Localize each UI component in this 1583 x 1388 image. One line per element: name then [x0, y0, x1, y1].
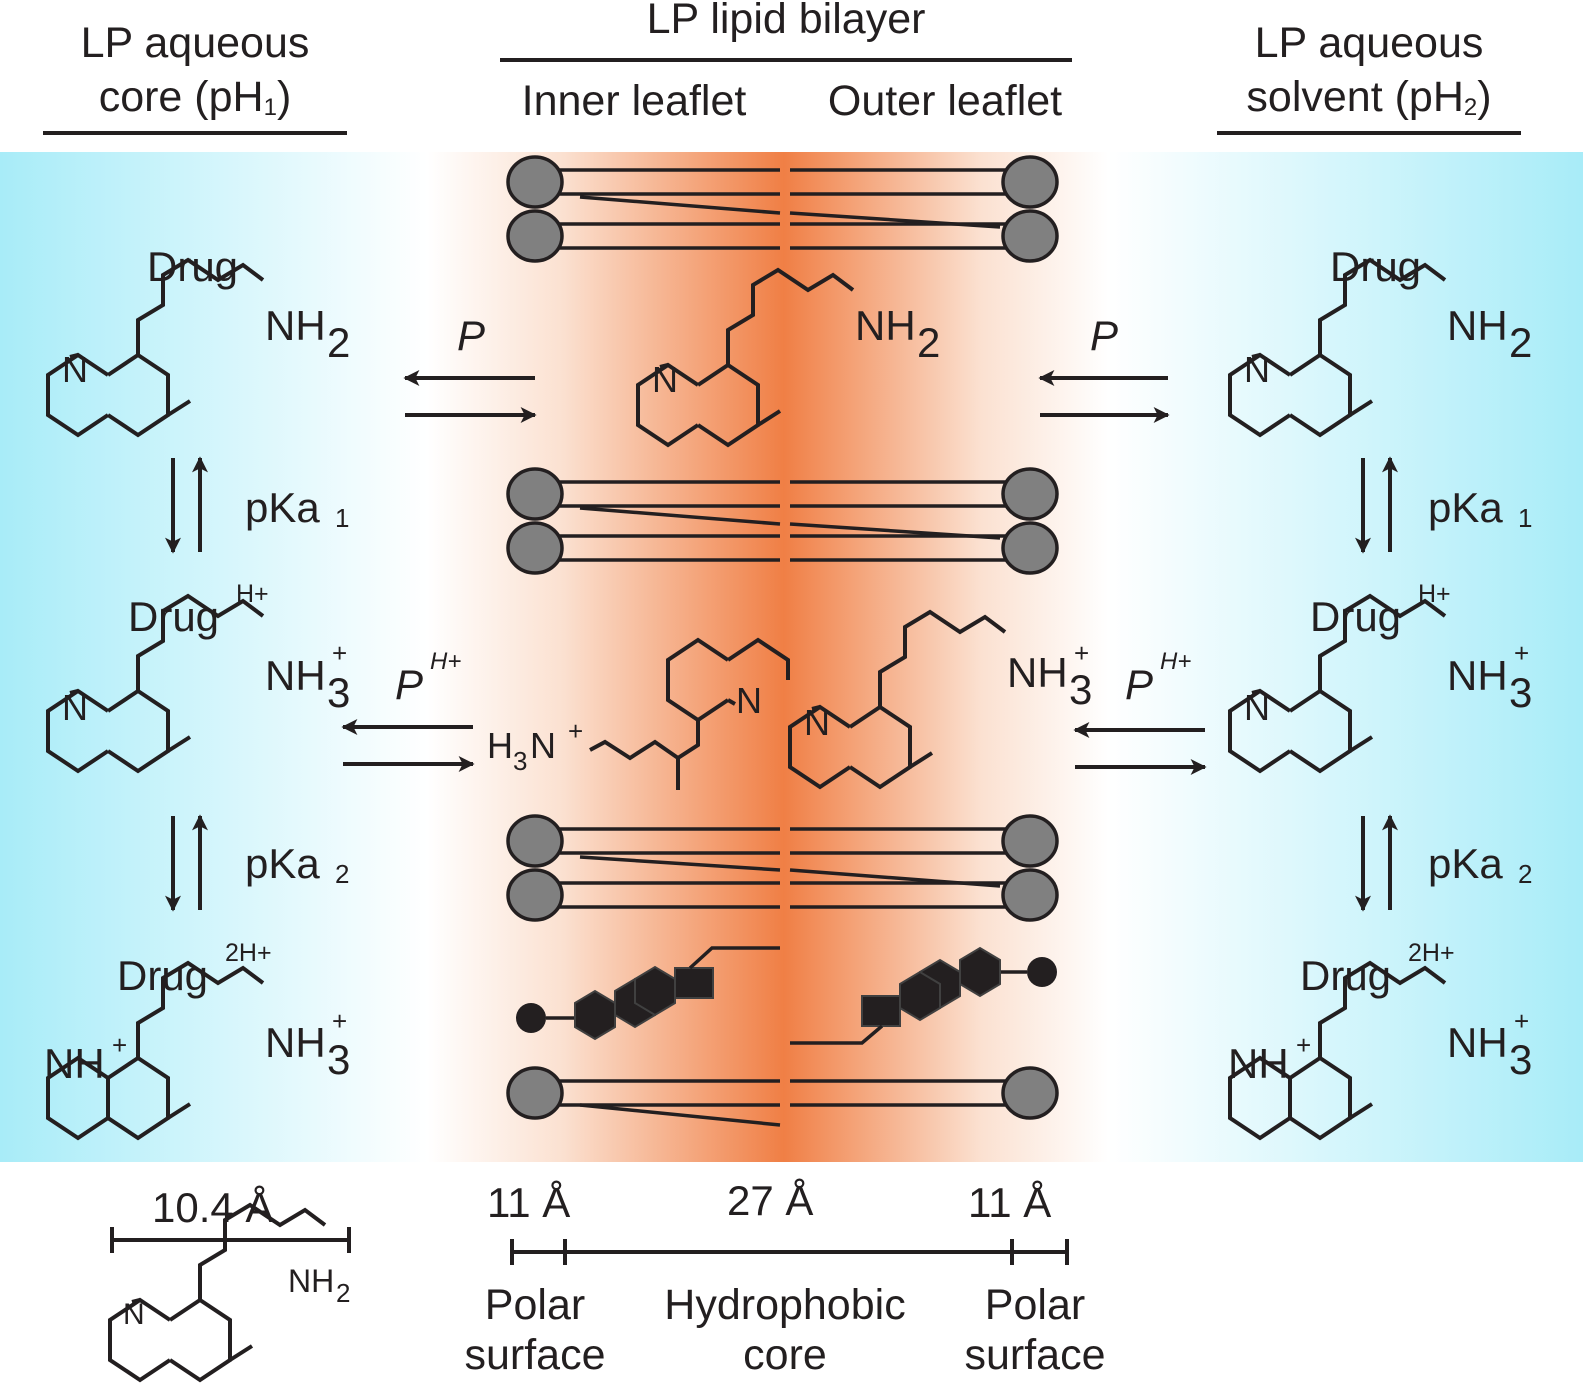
right-nh3-group: NH — [1447, 652, 1508, 699]
lipid-pair-top — [506, 155, 1059, 263]
core-length: 27 Å — [727, 1177, 814, 1224]
right-pka1-sub: 1 — [1518, 503, 1533, 533]
right-drug-h-label: Drug — [1310, 593, 1402, 640]
right-n-atom-2: N — [1244, 687, 1270, 728]
bilayer-h3n-n: N — [530, 725, 556, 766]
right-nh3-group-2: NH — [1447, 1019, 1508, 1066]
right-nh3-sub-2: 3 — [1509, 1036, 1533, 1083]
right-nh3-plus-2: + — [1514, 1006, 1530, 1036]
right-permeability-p: P — [1090, 312, 1119, 359]
molecule-length-label: 10.4 Å — [152, 1184, 274, 1231]
scale-bars — [110, 1227, 1069, 1265]
left-pka1-label: pKa — [245, 484, 320, 531]
lipid-pair-bottom — [506, 1066, 1059, 1127]
polar-surface-left-caption: Polar surface — [430, 1280, 640, 1380]
polar-right-length: 11 Å — [968, 1179, 1052, 1226]
right-nh-ring-plus: + — [1296, 1030, 1312, 1060]
polar-surface-right-caption: Polar surface — [930, 1280, 1140, 1380]
right-pka2-sub: 2 — [1518, 859, 1533, 889]
left-nh2-sub: 2 — [327, 319, 351, 366]
left-pka2-label: pKa — [245, 840, 320, 887]
right-drug-label: Drug — [1330, 243, 1422, 290]
scale-nh2-group: NH — [288, 1263, 335, 1299]
right-pka1-label: pKa — [1428, 484, 1503, 531]
left-permeability-p: P — [457, 312, 486, 359]
left-n-atom: N — [62, 349, 88, 390]
right-pka2-label: pKa — [1428, 840, 1503, 887]
right-n-atom: N — [1244, 349, 1270, 390]
right-compartment-header: LP aqueous solvent (pH2) — [1217, 16, 1521, 135]
left-drug-label: Drug — [147, 243, 239, 290]
left-permeability-ph: P — [395, 661, 424, 708]
right-permeability-ph: P — [1125, 661, 1154, 708]
bilayer-nh2-sub: 2 — [917, 319, 941, 366]
left-drug-h-label: Drug — [128, 593, 220, 640]
polar-surface-right-line2: surface — [964, 1331, 1106, 1379]
left-nh3-sub: 3 — [327, 669, 351, 716]
left-drug-h-sup: H+ — [236, 580, 269, 608]
polar-surface-left-line2: surface — [464, 1331, 606, 1379]
left-nh3-group: NH — [265, 652, 326, 699]
bilayer-h3n-h: H — [487, 725, 513, 766]
bilayer-n-atom-outer: N — [804, 702, 830, 743]
left-nh3-sub-2: 3 — [327, 1036, 351, 1083]
right-nh3-sub: 3 — [1509, 669, 1533, 716]
right-drug-2h-sup: 2H+ — [1408, 939, 1455, 967]
lipid-pair-lower — [506, 814, 1059, 922]
bilayer-h3n-plus: + — [568, 716, 584, 746]
polar-surface-right-line1: Polar — [984, 1281, 1086, 1329]
right-nh2-sub: 2 — [1509, 319, 1533, 366]
left-nh3-group-2: NH — [265, 1019, 326, 1066]
molecule-structures — [46, 258, 1447, 1382]
right-header-line2: solvent (pH2) — [1246, 73, 1492, 121]
reaction-arrows — [165, 370, 1398, 912]
outer-leaflet-label: Outer leaflet — [827, 77, 1063, 125]
right-nh2-group: NH — [1447, 302, 1508, 349]
left-nh3-plus: + — [332, 638, 348, 668]
bilayer-nh3-plus: + — [1074, 638, 1090, 668]
bilayer-lipids — [506, 155, 1059, 1127]
polar-surface-left-line1: Polar — [484, 1281, 586, 1329]
cholesterol-left — [516, 946, 780, 1041]
inner-leaflet-label: Inner leaflet — [521, 77, 747, 125]
left-nh3-plus-2: + — [332, 1006, 348, 1036]
right-drug-2h-label: Drug — [1300, 952, 1392, 999]
bilayer-n-atom: N — [652, 359, 678, 400]
scale-nh2-sub: 2 — [336, 1278, 351, 1308]
molecule-bilayer-inner-protonated — [589, 637, 790, 790]
left-nh-ring-plus: + — [112, 1030, 128, 1060]
left-nh2-group: NH — [265, 302, 326, 349]
right-nh3-plus: + — [1514, 638, 1530, 668]
bilayer-nh3-group: NH — [1007, 649, 1068, 696]
bilayer-nh3-sub: 3 — [1069, 666, 1093, 713]
right-drug-h-sup: H+ — [1418, 580, 1451, 608]
left-permeability-ph-sup: H+ — [430, 648, 462, 675]
left-pka2-sub: 2 — [335, 859, 350, 889]
lipid-pair-middle — [506, 467, 1059, 575]
left-drug-2h-sup: 2H+ — [225, 939, 272, 967]
left-header-line1: LP aqueous — [80, 19, 310, 67]
left-header-line2: core (pH1) — [98, 73, 292, 121]
left-n-atom-2: N — [62, 687, 88, 728]
hydrophobic-line1: Hydrophobic — [664, 1281, 906, 1329]
scale-n-atom: N — [123, 1298, 145, 1331]
bilayer-n-atom-inner: N — [736, 680, 762, 721]
right-permeability-ph-sup: H+ — [1160, 648, 1192, 675]
hydrophobic-line2: core — [743, 1331, 827, 1379]
bilayer-h3n-sub: 3 — [513, 746, 528, 776]
right-nh-ring: NH — [1228, 1040, 1289, 1087]
bilayer-nh2-group: NH — [855, 302, 916, 349]
bilayer-header: LP lipid bilayer — [646, 0, 926, 43]
cholesterol-right — [790, 946, 1057, 1045]
left-compartment-header: LP aqueous core (pH1) — [43, 16, 347, 135]
left-nh-ring: NH — [44, 1040, 105, 1087]
right-header-line1: LP aqueous — [1254, 19, 1484, 67]
hydrophobic-core-caption: Hydrophobic core — [640, 1280, 930, 1380]
left-pka1-sub: 1 — [335, 503, 350, 533]
polar-left-length: 11 Å — [487, 1179, 571, 1226]
left-drug-2h-label: Drug — [117, 952, 209, 999]
